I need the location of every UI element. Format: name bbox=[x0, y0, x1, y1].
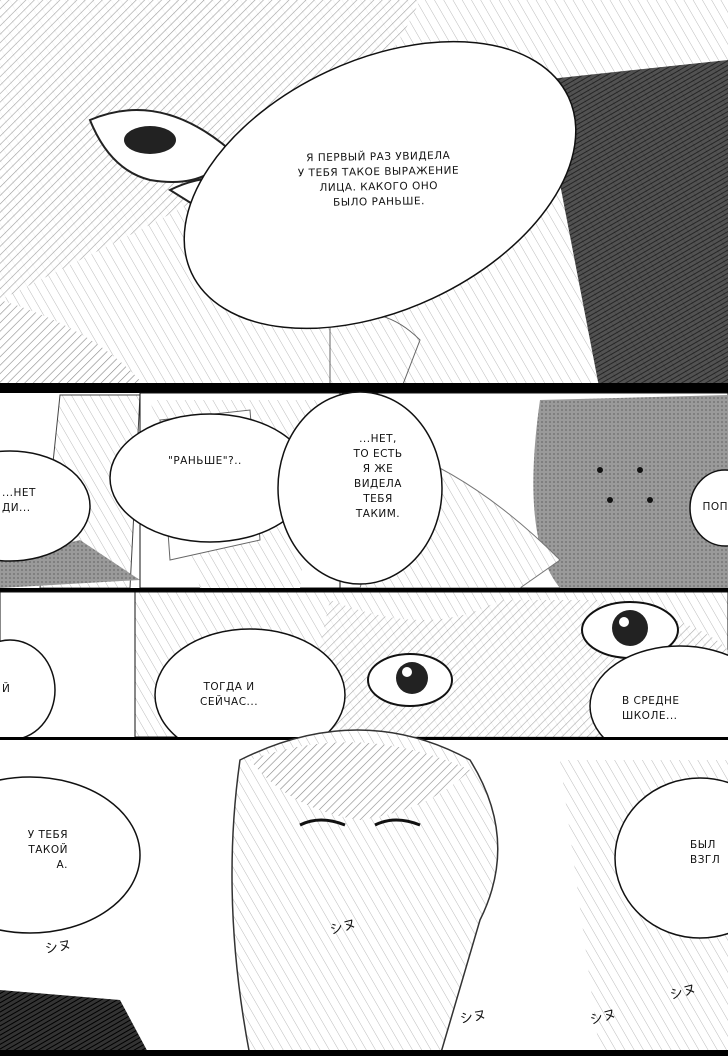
speech-line: взгл bbox=[690, 854, 721, 866]
speech-line: поп bbox=[702, 501, 728, 513]
speech-line: я же bbox=[362, 463, 394, 475]
speech-line: школе... bbox=[622, 710, 678, 722]
speech-line: таким. bbox=[355, 508, 401, 520]
speech-line: то есть bbox=[353, 448, 403, 460]
speech-bubble-no-left: ...нет ди... bbox=[2, 486, 36, 516]
speech-bubble-earlier: "Раньше"?.. bbox=[168, 454, 242, 469]
speech-bubble-right-edge-bottom: был взгл bbox=[690, 838, 720, 868]
speech-line: "Раньше"?.. bbox=[168, 455, 242, 467]
speech-bubble-middle-school: в средне школе... bbox=[622, 694, 680, 724]
panel-divider bbox=[0, 588, 728, 592]
speech-bubble-right-edge-top: поп bbox=[702, 500, 728, 515]
speech-bubble-left-edge-mid: й bbox=[2, 682, 10, 697]
speech-bubble-first-time: Я первый раз увидела у тебя такое выраже… bbox=[297, 149, 459, 212]
speech-line: сейчас... bbox=[200, 696, 259, 708]
speech-bubble-such-face: у тебя такой а. bbox=[2, 828, 68, 873]
panel-3 bbox=[0, 591, 728, 767]
speech-line: ...нет, bbox=[359, 433, 397, 445]
speech-line: тогда и bbox=[203, 681, 255, 693]
speech-line: а. bbox=[56, 859, 68, 871]
speech-line: тебя bbox=[363, 493, 393, 505]
speech-bubble-then-and-now: тогда и сейчас... bbox=[200, 680, 258, 710]
speech-line: видела bbox=[354, 478, 402, 490]
speech-line: в средне bbox=[622, 695, 680, 707]
speech-line: й bbox=[2, 683, 11, 695]
speech-line: было раньше. bbox=[333, 195, 425, 209]
speech-bubble-no-that-is: ...нет, то есть я же видела тебя таким. bbox=[318, 432, 438, 522]
panel-1 bbox=[0, 0, 728, 393]
speech-line: был bbox=[690, 839, 716, 851]
panel-4 bbox=[0, 729, 728, 1056]
panel-2 bbox=[0, 391, 728, 589]
speech-line: ...нет bbox=[2, 487, 36, 499]
speech-line: ди... bbox=[2, 502, 31, 514]
speech-line: у тебя bbox=[27, 829, 68, 841]
speech-line: лица. Какого оно bbox=[319, 179, 439, 195]
speech-line: такой bbox=[28, 844, 68, 856]
panel-divider bbox=[0, 383, 728, 393]
